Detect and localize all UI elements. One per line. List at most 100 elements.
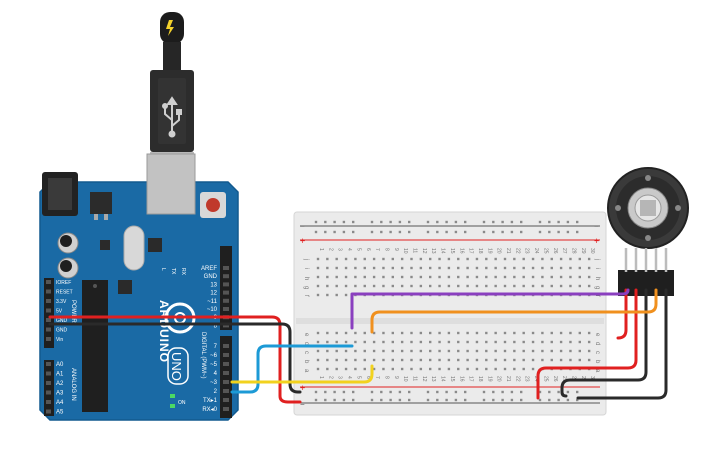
rail-hole[interactable] — [501, 390, 504, 394]
breadboard-hole[interactable] — [419, 284, 423, 288]
breadboard-hole[interactable] — [559, 358, 563, 362]
breadboard-hole[interactable] — [559, 275, 563, 279]
breadboard-hole[interactable] — [391, 331, 394, 335]
rail-hole[interactable] — [520, 230, 523, 234]
breadboard-hole[interactable] — [447, 331, 451, 335]
header-pin[interactable] — [46, 299, 51, 303]
rail-hole[interactable] — [492, 398, 495, 402]
breadboard-hole[interactable] — [503, 257, 507, 261]
breadboard-hole[interactable] — [513, 331, 516, 335]
breadboard-hole[interactable] — [494, 331, 497, 335]
breadboard-hole[interactable] — [344, 367, 348, 371]
rail-hole[interactable] — [538, 398, 542, 402]
rail-hole[interactable] — [333, 398, 336, 402]
rail-hole[interactable] — [324, 390, 327, 394]
breadboard-hole[interactable] — [475, 266, 479, 270]
breadboard-hole[interactable] — [466, 367, 469, 371]
rail-hole[interactable] — [445, 230, 448, 234]
breadboard-hole[interactable] — [513, 266, 516, 270]
breadboard-hole[interactable] — [410, 331, 413, 335]
breadboard-hole[interactable] — [391, 340, 394, 344]
header-pin[interactable] — [223, 353, 229, 357]
breadboard-hole[interactable] — [382, 275, 385, 279]
breadboard-hole[interactable] — [438, 340, 441, 344]
breadboard-hole[interactable] — [382, 257, 385, 261]
rail-hole[interactable] — [389, 220, 392, 224]
breadboard-hole[interactable] — [485, 340, 488, 344]
breadboard-hole[interactable] — [457, 340, 460, 344]
breadboard-hole[interactable] — [531, 358, 535, 362]
rail-hole[interactable] — [492, 390, 495, 394]
rail-hole[interactable] — [510, 398, 514, 402]
breadboard-hole[interactable] — [550, 331, 553, 335]
rail-hole[interactable] — [520, 390, 523, 394]
breadboard-hole[interactable] — [391, 266, 394, 270]
rail-hole[interactable] — [464, 398, 467, 402]
header-pin[interactable] — [223, 298, 229, 303]
breadboard-hole[interactable] — [466, 331, 469, 335]
breadboard-hole[interactable] — [391, 275, 394, 279]
wire-blue[interactable] — [230, 344, 354, 394]
header-pin[interactable] — [46, 409, 51, 414]
header-pin[interactable] — [223, 380, 229, 384]
breadboard-hole[interactable] — [541, 349, 544, 353]
breadboard-hole[interactable] — [400, 358, 404, 362]
breadboard-hole[interactable] — [522, 331, 525, 335]
rail-hole[interactable] — [352, 398, 355, 402]
breadboard-hole[interactable] — [475, 331, 479, 335]
breadboard-hole[interactable] — [550, 257, 553, 261]
breadboard-hole[interactable] — [382, 358, 385, 362]
breadboard-hole[interactable] — [410, 275, 413, 279]
rail-hole[interactable] — [426, 220, 430, 224]
rail-hole[interactable] — [370, 220, 374, 224]
breadboard-hole[interactable] — [372, 331, 376, 335]
rail-hole[interactable] — [566, 390, 570, 394]
rail-hole[interactable] — [454, 398, 458, 402]
breadboard-hole[interactable] — [559, 266, 563, 270]
breadboard-hole[interactable] — [522, 257, 525, 261]
breadboard-hole[interactable] — [578, 257, 581, 261]
rail-hole[interactable] — [389, 398, 392, 402]
breadboard-hole[interactable] — [569, 284, 572, 288]
header-pin[interactable] — [223, 389, 229, 393]
breadboard-hole[interactable] — [429, 284, 432, 288]
breadboard-hole[interactable] — [503, 284, 507, 288]
breadboard-hole[interactable] — [457, 257, 460, 261]
breadboard-hole[interactable] — [326, 257, 329, 261]
breadboard-hole[interactable] — [419, 358, 423, 362]
header-pin[interactable] — [46, 280, 51, 284]
breadboard-hole[interactable] — [587, 358, 591, 362]
rail-hole[interactable] — [436, 220, 439, 224]
breadboard-hole[interactable] — [344, 349, 348, 353]
breadboard-hole[interactable] — [363, 275, 366, 279]
breadboard-hole[interactable] — [429, 275, 432, 279]
breadboard-hole[interactable] — [559, 340, 563, 344]
breadboard-hole[interactable] — [344, 340, 348, 344]
rail-hole[interactable] — [557, 220, 560, 224]
breadboard-hole[interactable] — [326, 284, 329, 288]
breadboard-hole[interactable] — [438, 275, 441, 279]
breadboard-hole[interactable] — [522, 266, 525, 270]
breadboard-hole[interactable] — [447, 275, 451, 279]
breadboard-hole[interactable] — [419, 331, 423, 335]
rail-hole[interactable] — [576, 230, 579, 234]
breadboard-hole[interactable] — [354, 331, 357, 335]
breadboard-hole[interactable] — [363, 284, 366, 288]
breadboard-hole[interactable] — [503, 266, 507, 270]
wire-red-encoder-vcc-2[interactable] — [616, 288, 628, 340]
breadboard-hole[interactable] — [550, 340, 553, 344]
rail-hole[interactable] — [370, 230, 374, 234]
breadboard-hole[interactable] — [578, 266, 581, 270]
rail-hole[interactable] — [389, 230, 392, 234]
breadboard-hole[interactable] — [372, 284, 376, 288]
breadboard-hole[interactable] — [354, 284, 357, 288]
header-pin[interactable] — [223, 282, 229, 287]
breadboard-hole[interactable] — [335, 367, 338, 371]
breadboard-hole[interactable] — [438, 266, 441, 270]
breadboard-hole[interactable] — [494, 284, 497, 288]
breadboard-hole[interactable] — [438, 349, 441, 353]
breadboard-hole[interactable] — [494, 340, 497, 344]
breadboard-hole[interactable] — [522, 340, 525, 344]
breadboard-hole[interactable] — [316, 257, 320, 261]
breadboard-hole[interactable] — [326, 266, 329, 270]
